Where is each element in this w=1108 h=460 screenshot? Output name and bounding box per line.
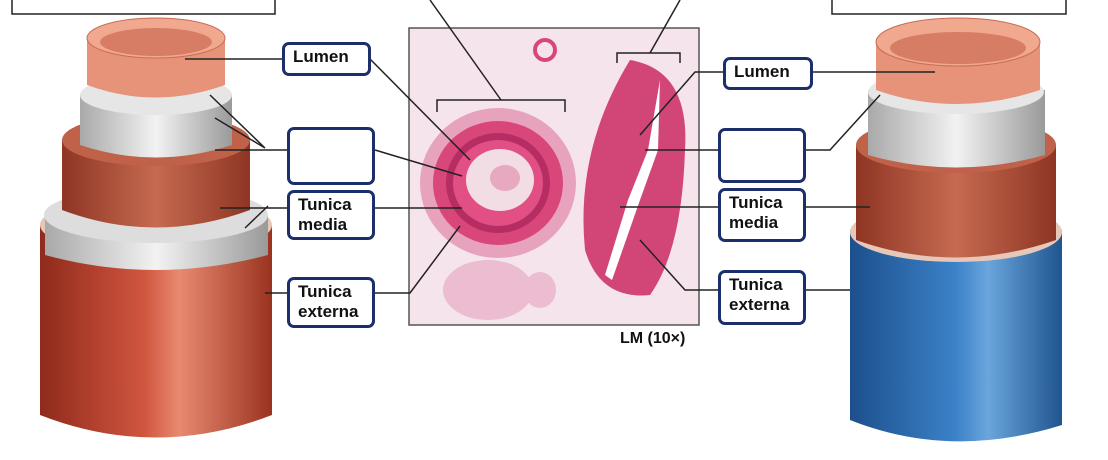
vein-tunica-externa (850, 230, 1062, 442)
artery-illustration (40, 17, 272, 438)
right-tunica-media-label: Tunica media (718, 188, 806, 242)
left-blank-label-box[interactable] (287, 127, 375, 185)
vein-tunica-media (856, 145, 1056, 258)
micrograph-caption: LM (10×) (620, 330, 686, 347)
light-micrograph (408, 0, 700, 326)
artery-tunica-externa (40, 225, 272, 438)
right-blank-label-box[interactable] (718, 128, 806, 183)
vein-illustration (850, 17, 1062, 442)
vein-bracket (831, 0, 1067, 15)
left-lumen-label: Lumen (282, 42, 371, 76)
right-tunica-externa-label: Tunica externa (718, 270, 806, 325)
artery-bracket (11, 0, 276, 15)
right-lumen-label: Lumen (723, 57, 813, 90)
left-tunica-media-label: Tunica media (287, 190, 375, 240)
leader-lines (185, 58, 935, 294)
left-tunica-externa-label: Tunica externa (287, 277, 375, 328)
